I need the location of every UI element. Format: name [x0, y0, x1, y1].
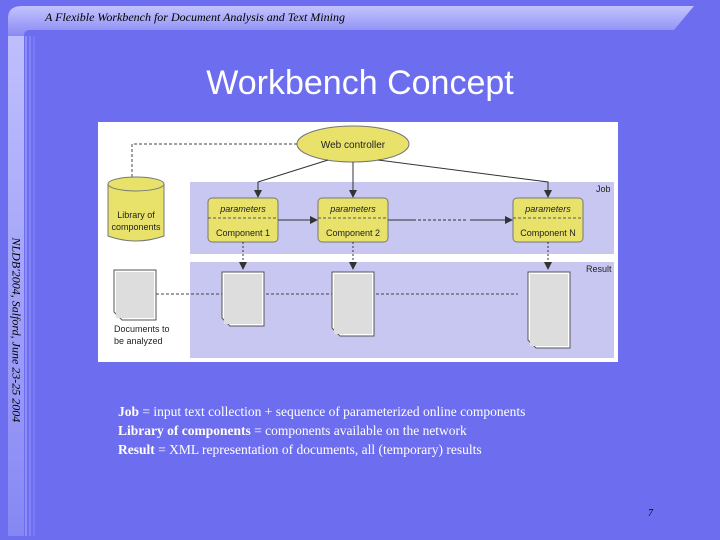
documents-label-2: be analyzed: [114, 336, 163, 346]
slide-title: Workbench Concept: [206, 64, 514, 102]
component-2: parameters Component 2: [317, 197, 389, 243]
component-1: parameters Component 1: [207, 197, 279, 243]
description-list: Job = input text collection + sequence o…: [118, 402, 525, 459]
library-node: [107, 176, 165, 242]
description-result: Result = XML representation of documents…: [118, 442, 482, 457]
result-label: Result: [586, 264, 612, 274]
header-title: A Flexible Workbench for Document Analys…: [45, 10, 345, 24]
result-document-1: [221, 271, 265, 327]
input-document: [113, 269, 157, 321]
page-number: 7: [648, 508, 653, 519]
svg-text:parameters: parameters: [329, 204, 376, 214]
job-label: Job: [596, 184, 611, 194]
sidebar-conference: NLDB'2004, Salford, June 23-25 2004: [9, 237, 24, 423]
svg-text:Component 2: Component 2: [326, 228, 380, 238]
web-controller-label: Web controller: [321, 140, 386, 151]
library-label-1: Library of: [117, 210, 155, 220]
description-job: Job = input text collection + sequence o…: [118, 404, 526, 419]
svg-text:parameters: parameters: [219, 204, 266, 214]
library-label-2: components: [111, 222, 161, 232]
workbench-diagram: Web controller Library of components Job…: [98, 122, 618, 362]
component-n: parameters Component N: [512, 197, 584, 243]
svg-text:parameters: parameters: [524, 204, 571, 214]
svg-text:Component 1: Component 1: [216, 228, 270, 238]
description-library: Library of components = components avail…: [118, 423, 467, 438]
svg-text:Component N: Component N: [520, 228, 576, 238]
documents-label-1: Documents to: [114, 324, 170, 334]
result-document-n: [527, 271, 571, 349]
result-document-2: [331, 271, 375, 337]
